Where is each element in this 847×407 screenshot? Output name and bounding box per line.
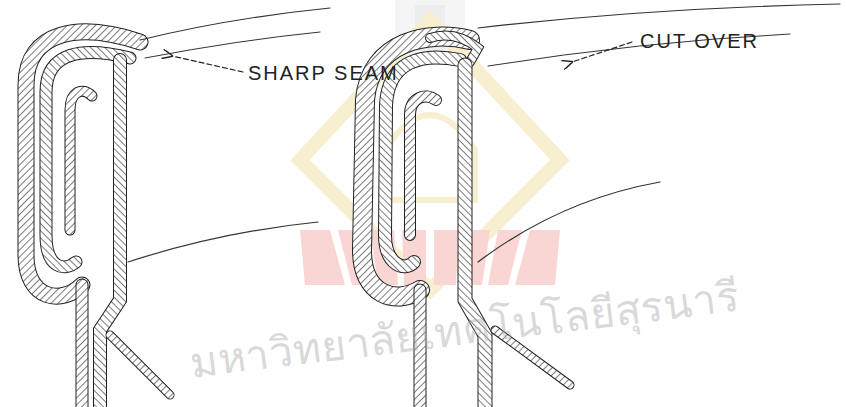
part-label: SHARP SEAM: [248, 62, 399, 85]
part-label: CUT OVER: [640, 30, 759, 53]
